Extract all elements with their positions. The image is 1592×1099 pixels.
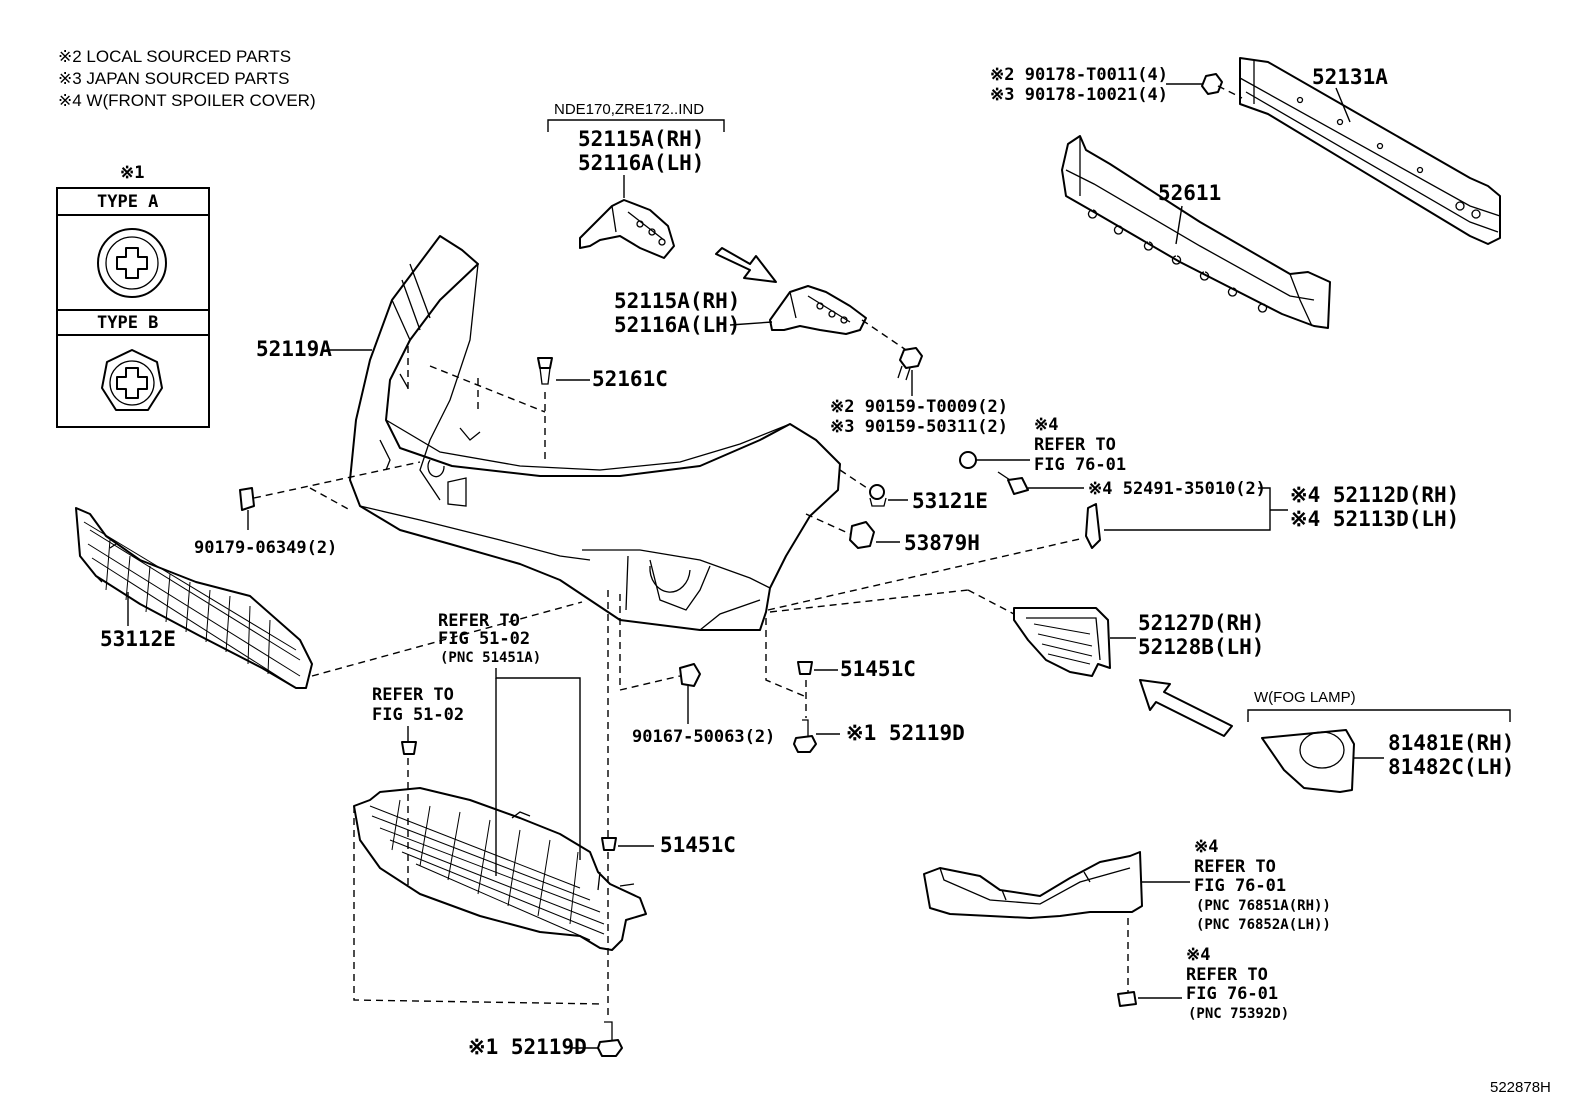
front-spoiler: [923, 851, 1190, 994]
refer-e-mark: ※4: [1186, 945, 1210, 965]
type-b-bolt-icon: [101, 349, 163, 411]
clip-53121e: 53121E: [839, 469, 988, 513]
bolt-52119d-lower: ※1 52119D: [468, 1021, 623, 1059]
label-52119d-lower: ※1 52119D: [468, 1035, 587, 1059]
clip-52491: ※4 52491-35010(2): [997, 471, 1271, 531]
refer-d-line2: FIG 76-01: [1194, 876, 1286, 896]
direction-arrow-lower: [1139, 679, 1233, 737]
label-52611: 52611: [1158, 181, 1221, 205]
bolt-type-box: ※1 TYPE A TYPE B: [56, 163, 210, 428]
type-a-bolt-icon: [97, 228, 167, 298]
nut-90178: ※2 90178-T0011(4) ※3 90178-10021(4): [990, 65, 1243, 105]
direction-arrow-upper: [715, 247, 777, 283]
refer-b-line1: REFER TO: [438, 611, 520, 631]
label-52119d-upper: ※1 52119D: [846, 721, 965, 745]
clip-90179: 90179-06349(2): [194, 461, 421, 558]
label-90159-50311: ※3 90159-50311(2): [830, 417, 1008, 437]
label-52116a-lh-top: 52116A(LH): [578, 151, 704, 175]
bolt-52119d-upper: ※1 52119D: [793, 719, 965, 753]
label-52112d-rh: ※4 52112D(RH): [1290, 483, 1459, 507]
label-90167-50063: 90167-50063(2): [632, 727, 775, 747]
bumper-leader-lines: [407, 346, 546, 413]
label-90159-t0009: ※2 90159-T0009(2): [830, 397, 1008, 417]
label-51451c-lower: 51451C: [660, 833, 736, 857]
figure-id: 522878H: [1490, 1079, 1551, 1096]
refer-e-line3: (PNC 75392D): [1188, 1006, 1289, 1022]
refer-d-line4: (PNC 76852A(LH)): [1196, 917, 1331, 933]
label-90179-06349: 90179-06349(2): [194, 538, 337, 558]
refer-fig-76-01-upper: ※4 REFER TO FIG 76-01: [959, 415, 1126, 475]
fog-lamp-note: W(FOG LAMP): [1254, 689, 1356, 706]
clip-52161c: 52161C: [537, 357, 668, 462]
refer-d-mark: ※4: [1194, 837, 1218, 857]
clip-75392d: ※4 REFER TO FIG 76-01 (PNC 75392D): [1117, 945, 1289, 1022]
label-90178-10021: ※3 90178-10021(4): [990, 85, 1168, 105]
type-box-mark: ※1: [120, 163, 144, 183]
engine-under-cover: [353, 787, 647, 1005]
refer-fig-51-02-pnc: REFER TO FIG 51-02 (PNC 51451A): [438, 611, 581, 876]
legend-japan-sourced: ※3 JAPAN SOURCED PARTS: [58, 69, 290, 88]
refer-fig-76-01-spoiler: ※4 REFER TO FIG 76-01 (PNC 76851A(RH)) (…: [1194, 837, 1331, 933]
label-52113d-lh: ※4 52113D(LH): [1290, 507, 1459, 531]
refer-d-line1: REFER TO: [1194, 857, 1276, 877]
refer-c-line1: REFER TO: [372, 685, 454, 705]
refer-a-mark: ※4: [1034, 415, 1058, 435]
side-bracket-upper: [579, 199, 675, 259]
label-53112e: 53112E: [100, 627, 176, 651]
retainer-53879h: 53879H: [805, 513, 980, 555]
bumper-absorber-52611: 52611: [1061, 135, 1331, 329]
refer-c-line2: FIG 51-02: [372, 705, 464, 725]
legend-local-sourced: ※2 LOCAL SOURCED PARTS: [58, 47, 291, 66]
refer-e-line2: FIG 76-01: [1186, 984, 1278, 1004]
legend-front-spoiler-cover: ※4 W(FRONT SPOILER COVER): [58, 91, 316, 110]
fog-lamp-bezel-52127d: 52127D(RH) 52128B(LH): [769, 589, 1264, 677]
fog-lamp-cover-81481e: W(FOG LAMP) 81481E(RH) 81482C(LH): [1247, 689, 1514, 793]
refer-b-line2: FIG 51-02: [438, 629, 530, 649]
label-81482c-lh: 81482C(LH): [1388, 755, 1514, 779]
label-52119a: 52119A: [256, 337, 332, 361]
clip-51451c-upper: 51451C: [765, 618, 916, 718]
label-52127d-rh: 52127D(RH): [1138, 611, 1264, 635]
bumper-reinforcement-52131a: 52131A: [1239, 57, 1501, 245]
refer-d-line3: (PNC 76851A(RH)): [1196, 898, 1331, 914]
bolt-90167: 90167-50063(2): [619, 594, 775, 747]
refer-fig-51-02-clip: REFER TO FIG 51-02: [372, 685, 464, 890]
type-a-label: TYPE A: [97, 192, 158, 212]
bracket-note: NDE170,ZRE172..IND: [554, 101, 704, 118]
legend: ※2 LOCAL SOURCED PARTS ※3 JAPAN SOURCED …: [58, 47, 316, 110]
bracket-group-note: NDE170,ZRE172..IND 52115A(RH) 52116A(LH): [547, 101, 725, 198]
front-bumper-cover-52119a: [349, 235, 841, 631]
label-90178-t0011: ※2 90178-T0011(4): [990, 65, 1168, 85]
refer-a-line1: REFER TO: [1034, 435, 1116, 455]
bracket-52112d: ※4 52112D(RH) ※4 52113D(LH): [767, 483, 1459, 611]
label-53879h: 53879H: [904, 531, 980, 555]
label-52128b-lh: 52128B(LH): [1138, 635, 1264, 659]
refer-b-line3: (PNC 51451A): [440, 650, 541, 666]
type-b-label: TYPE B: [97, 313, 158, 333]
lower-grille-53112e: 53112E: [75, 507, 583, 689]
label-52115a-rh: 52115A(RH): [614, 289, 740, 313]
side-bracket-lower: 52115A(RH) 52116A(LH): [614, 285, 913, 355]
refer-e-line1: REFER TO: [1186, 965, 1268, 985]
label-52161c: 52161C: [592, 367, 668, 391]
label-53121e: 53121E: [912, 489, 988, 513]
clip-51451c-lower: 51451C: [601, 590, 736, 1018]
label-52131a: 52131A: [1312, 65, 1388, 89]
bolt-90159: ※2 90159-T0009(2) ※3 90159-50311(2): [830, 347, 1008, 437]
label-52115a-rh-top: 52115A(RH): [578, 127, 704, 151]
refer-a-line2: FIG 76-01: [1034, 455, 1126, 475]
label-52116a-lh: 52116A(LH): [614, 313, 740, 337]
label-52491-35010: ※4 52491-35010(2): [1088, 479, 1266, 499]
label-81481e-rh: 81481E(RH): [1388, 731, 1514, 755]
label-51451c-upper: 51451C: [840, 657, 916, 681]
